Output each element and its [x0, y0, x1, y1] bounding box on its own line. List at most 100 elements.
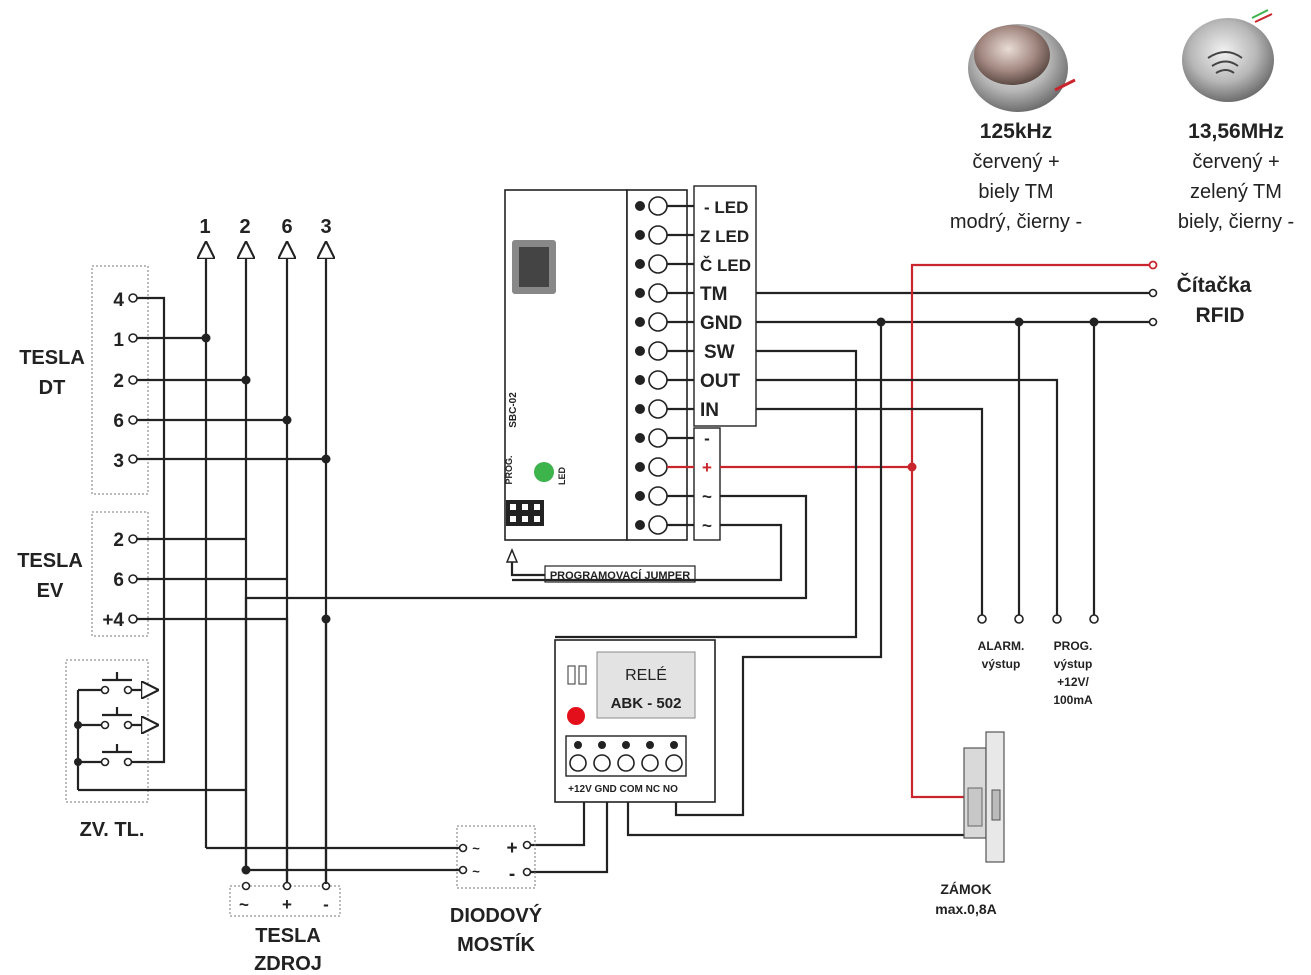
tesla-ev-title-2: EV: [37, 580, 64, 602]
wire-ev4: [137, 617, 289, 884]
reader-1356-freq: 13,56MHz: [1188, 120, 1284, 143]
wire-out: [756, 378, 1059, 615]
wire-relay-com: [626, 802, 966, 837]
zv-tl-label: ZV. TL.: [80, 819, 145, 841]
diode-bridge-box: [456, 825, 536, 889]
power-ac1: ~: [702, 487, 712, 506]
reader-1356-line1: červený +: [1192, 151, 1279, 173]
bridge-plus: +: [506, 838, 517, 859]
pin-in: IN: [700, 400, 719, 421]
tesla-ev-term-4: +4: [102, 610, 124, 631]
reader-125-line2: biely TM: [978, 181, 1053, 203]
psu-title-2: ZDROJ: [254, 953, 322, 975]
controller-terminal-block: [626, 189, 688, 541]
reader-label-1: Čítačka: [1177, 273, 1252, 297]
pin-leads: [667, 204, 694, 527]
bridge-ac-2: ~: [472, 864, 480, 879]
controller-prog-label: PROG.: [504, 455, 514, 484]
wire-ac2: [512, 523, 783, 582]
power-label-box: [693, 427, 721, 541]
wire-relay-12v: [527, 802, 586, 847]
wire-sw: [555, 349, 858, 639]
bus-label-1: 1: [199, 216, 210, 238]
pin-gnd: GND: [700, 313, 742, 334]
controller-model: SBC-02: [508, 392, 519, 428]
pin-c-led: Č LED: [700, 256, 751, 275]
jumper-label: PROGRAMOVACÍ JUMPER: [550, 569, 690, 582]
prog-jumper[interactable]: [506, 500, 544, 526]
relay-label-1: RELÉ: [625, 665, 667, 684]
pin-z-led: Z LED: [700, 227, 749, 246]
psu-term-minus: -: [323, 895, 329, 914]
bridge-title-1: DIODOVÝ: [450, 903, 543, 927]
pin-led-minus: - LED: [704, 198, 748, 217]
tesla-dt-term-1: 1: [113, 330, 124, 351]
tesla-ev-box: [91, 511, 149, 637]
relay-terminal-labels: +12V GND COM NC NO: [568, 784, 678, 795]
psu-term-ac: ~: [239, 895, 249, 914]
tesla-ev-term-6: 6: [113, 570, 124, 591]
tesla-dt-title-1: TESLA: [19, 347, 85, 369]
lock-label-2: max.0,8A: [935, 901, 996, 917]
reader-125khz-image: [968, 24, 1076, 112]
doorbell-buttons: [74, 672, 246, 792]
status-led: [534, 462, 554, 482]
relay-body: [596, 651, 696, 719]
bus-label-2: 2: [239, 216, 250, 238]
door-lock-image: [963, 731, 1005, 863]
reader-1356-line3: biely, čierny -: [1178, 211, 1294, 233]
tesla-dt-term-2: 2: [113, 371, 124, 392]
tesla-dt-term-3: 3: [113, 451, 124, 472]
relay-screws: [569, 741, 683, 772]
lock-label-1: ZÁMOK: [940, 881, 991, 897]
bus-label-3: 3: [320, 216, 331, 238]
jumper-label-box: [544, 565, 696, 583]
reader-125-line3: modrý, čierny -: [950, 211, 1082, 233]
relay-led: [567, 707, 585, 725]
reader-125-line1: červený +: [972, 151, 1059, 173]
power-plus: +: [702, 458, 712, 477]
wire-ac1: [244, 494, 808, 870]
controller-screws: [635, 196, 668, 535]
prog-out-label-3: +12V/: [1057, 675, 1089, 689]
wire-in: [756, 407, 984, 615]
wire-gnd-relay: [741, 322, 883, 802]
psu-term-plus: +: [282, 895, 292, 914]
tesla-dt-term-4: 4: [113, 290, 124, 311]
prog-out-label-2: výstup: [1054, 657, 1093, 671]
pin-sw: SW: [704, 342, 735, 363]
tesla-dt-title-2: DT: [39, 377, 66, 399]
wire-red-plus: [910, 263, 1150, 799]
reader-125-freq: 125kHz: [980, 120, 1052, 143]
prog-out-label-4: 100mA: [1053, 693, 1093, 707]
pin-label-box: [693, 185, 757, 427]
power-ac2: ~: [702, 516, 712, 535]
power-minus: -: [704, 429, 710, 448]
psu-box: [229, 885, 341, 917]
tesla-dt-terminals: 4 1 2 6 3: [113, 290, 138, 472]
reader-1356-line2: zelený TM: [1190, 181, 1282, 203]
prog-out-label-1: PROG.: [1054, 639, 1093, 653]
tesla-ev-term-2: 2: [113, 530, 124, 551]
psu-title-1: TESLA: [255, 925, 321, 947]
controller-led-label: LED: [557, 466, 567, 485]
alarm-label-1: ALARM.: [978, 639, 1025, 653]
relay-diode-icon: [567, 665, 576, 685]
tesla-dt-term-6: 6: [113, 411, 124, 432]
wire-relay-no: [674, 802, 745, 817]
relay-label-2: ABK - 502: [611, 695, 682, 712]
reader-label-2: RFID: [1196, 304, 1245, 327]
alarm-label-2: výstup: [982, 657, 1021, 671]
bridge-title-2: MOSTÍK: [457, 933, 535, 956]
reader-1356mhz-image: [1182, 9, 1274, 102]
bus-label-6: 6: [281, 216, 292, 238]
jumper-pointer: [510, 560, 545, 577]
pin-tm: TM: [700, 284, 727, 305]
bridge-minus: -: [509, 864, 515, 885]
pin-out: OUT: [700, 371, 741, 392]
tesla-ev-title-1: TESLA: [17, 550, 83, 572]
bridge-ac-1: ~: [472, 841, 480, 856]
wire-relay-gnd: [527, 802, 609, 874]
wire-dt4-button: [137, 296, 166, 764]
